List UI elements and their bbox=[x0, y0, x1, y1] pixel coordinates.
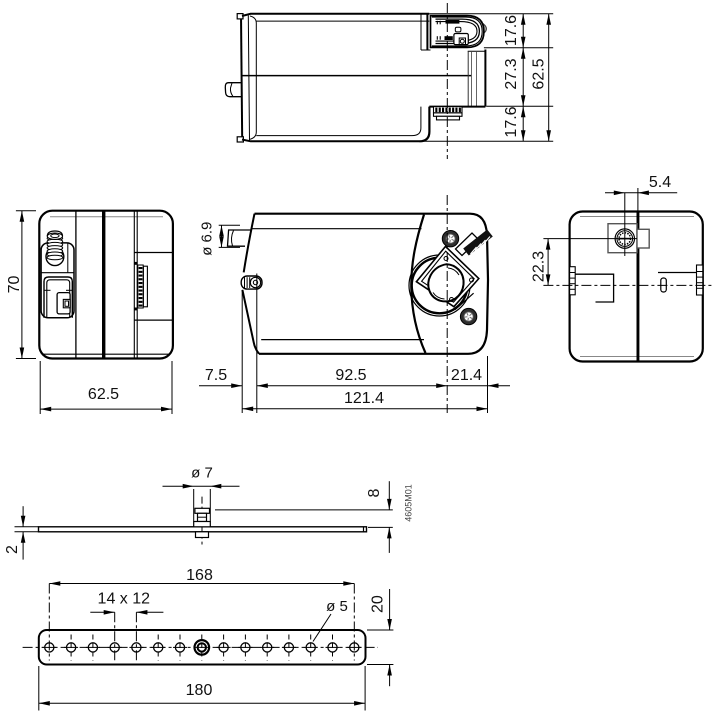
svg-text:62.5: 62.5 bbox=[88, 386, 119, 403]
svg-text:92.5: 92.5 bbox=[335, 367, 366, 384]
svg-text:14 x 12: 14 x 12 bbox=[98, 591, 151, 608]
svg-text:5.4: 5.4 bbox=[649, 174, 671, 191]
svg-text:62.5: 62.5 bbox=[531, 58, 548, 89]
svg-text:4605M01: 4605M01 bbox=[404, 484, 414, 522]
svg-text:8: 8 bbox=[366, 488, 383, 497]
svg-text:17.6: 17.6 bbox=[503, 106, 520, 137]
svg-text:ø 6.9: ø 6.9 bbox=[199, 222, 216, 256]
svg-text:20: 20 bbox=[369, 595, 386, 613]
svg-text:168: 168 bbox=[186, 567, 213, 584]
svg-text:2: 2 bbox=[4, 545, 21, 554]
svg-text:ø 5: ø 5 bbox=[326, 598, 348, 615]
svg-text:22.3: 22.3 bbox=[530, 251, 547, 282]
svg-text:17.6: 17.6 bbox=[503, 15, 520, 46]
svg-text:121.4: 121.4 bbox=[344, 390, 384, 407]
svg-text:27.3: 27.3 bbox=[503, 58, 520, 89]
svg-text:7.5: 7.5 bbox=[205, 367, 227, 384]
svg-text:ø 7: ø 7 bbox=[191, 465, 213, 482]
svg-text:70: 70 bbox=[6, 276, 23, 294]
svg-text:180: 180 bbox=[186, 682, 213, 699]
svg-text:21.4: 21.4 bbox=[451, 367, 482, 384]
